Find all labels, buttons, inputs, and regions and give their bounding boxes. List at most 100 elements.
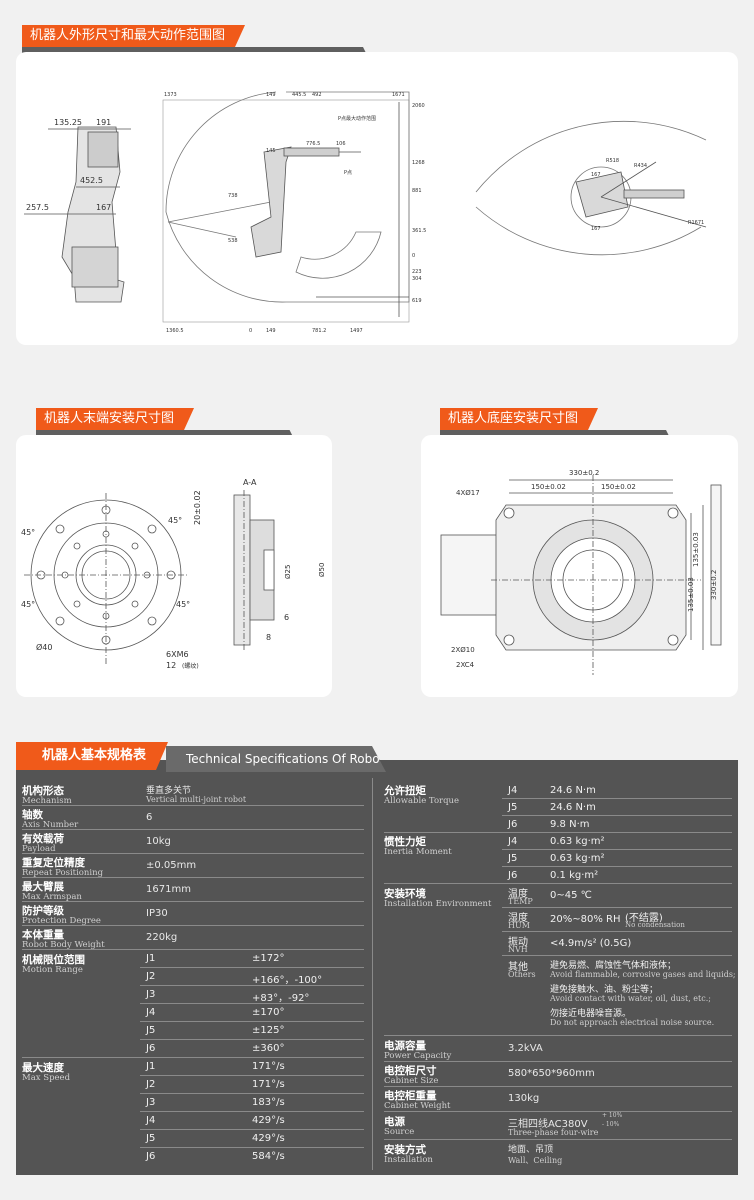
env-label-en: Others bbox=[508, 970, 536, 979]
spec-value-en: Vertical multi-joint robot bbox=[146, 795, 247, 804]
dim-label: 20±0.02 bbox=[193, 490, 202, 525]
shape-drawing-panel: 135.25 191 452.5 257.5 167 1373 149 445.… bbox=[16, 52, 738, 345]
joint-row: J6±360° bbox=[22, 1040, 364, 1058]
dim-label: 0 bbox=[249, 328, 252, 334]
joint-row: J4 0.63 kg·m² bbox=[502, 833, 732, 850]
joint-value: 24.6 N·m bbox=[550, 785, 596, 796]
joint-value: ±125° bbox=[252, 1025, 285, 1036]
dim-label: 1497 bbox=[350, 328, 363, 334]
robot-shape-drawing: 135.25 191 452.5 257.5 167 1373 149 445.… bbox=[24, 91, 707, 334]
dim-label: 776.5 bbox=[306, 141, 320, 147]
angle-label: 45° bbox=[176, 600, 190, 609]
dim-label: R434 bbox=[634, 163, 647, 169]
spec-label-en: Max Armspan bbox=[22, 892, 82, 902]
env-label: 其他 bbox=[508, 962, 528, 973]
spec-label: 防护等级 bbox=[22, 905, 64, 917]
spec-label: 惯性力矩 bbox=[384, 836, 426, 848]
spec-label: 轴数 bbox=[22, 809, 43, 821]
spec-label: 重复定位精度 bbox=[22, 857, 85, 869]
env-row-nvh: 振动 NVH <4.9m/s² (0.5G) bbox=[502, 932, 732, 956]
joint-label: J6 bbox=[146, 1151, 156, 1162]
spec-value: 1671mm bbox=[146, 884, 191, 895]
spec-label-en: Power Capacity bbox=[384, 1051, 452, 1061]
spec-label-en: Installation bbox=[384, 1155, 433, 1165]
joint-value: 0.63 kg·m² bbox=[550, 836, 605, 847]
joint-label: J1 bbox=[146, 953, 156, 964]
joint-value: 0.63 kg·m² bbox=[550, 853, 605, 864]
spec-label: 电源 bbox=[384, 1116, 405, 1128]
dim-label: 1373 bbox=[164, 92, 177, 98]
dim-label: 145 bbox=[266, 148, 276, 154]
dim-label: 6 bbox=[284, 613, 289, 622]
dim-label: 781.2 bbox=[312, 328, 326, 334]
joint-label: J5 bbox=[146, 1025, 156, 1036]
spec-value-en: Wall、Ceiling bbox=[508, 1156, 563, 1165]
dim-label: 1360.5 bbox=[166, 328, 184, 334]
env-label: 振动 bbox=[508, 937, 528, 948]
spec-value: 3.2kVA bbox=[508, 1043, 543, 1054]
angle-label: 45° bbox=[21, 600, 35, 609]
joint-value: ±172° bbox=[252, 953, 285, 964]
dim-label: 149 bbox=[266, 92, 276, 98]
spec-value: IP30 bbox=[146, 908, 168, 919]
dim-label: 330±0.2 bbox=[569, 469, 599, 477]
dim-label: 445.5 bbox=[292, 92, 306, 98]
angle-label: 45° bbox=[21, 528, 35, 537]
spec-value: 垂直多关节 bbox=[146, 786, 192, 796]
joint-row: J4 24.6 N·m bbox=[502, 782, 732, 799]
joint-row: J6 584°/s bbox=[140, 1148, 364, 1166]
joint-row: J1 ±172° bbox=[140, 950, 364, 968]
env-row-others: 其他 Others 避免易燃、腐蚀性气体和液体； Avoid flammable… bbox=[502, 956, 736, 1036]
env-label-en: NVH bbox=[508, 945, 528, 954]
spec-label: 安装方式 bbox=[384, 1144, 426, 1156]
spec-row-power-capacity: 电源容量 Power Capacity 3.2kVA bbox=[384, 1037, 732, 1062]
section-title-cn: 机器人基本规格表 bbox=[16, 742, 168, 770]
spec-row-payload: 有效载荷 Payload 10kg bbox=[22, 830, 364, 854]
dim-label: 452.5 bbox=[80, 176, 103, 185]
joint-label: J3 bbox=[146, 1097, 156, 1108]
joint-value: 584°/s bbox=[252, 1151, 285, 1162]
dim-label: 12 bbox=[166, 661, 176, 670]
dim-label: 150±0.02 bbox=[601, 483, 636, 491]
env-label-en: HUM bbox=[508, 921, 530, 930]
dim-label: Ø25 bbox=[284, 565, 292, 579]
spec-value: ±0.05mm bbox=[146, 860, 197, 871]
dim-label: 191 bbox=[96, 118, 111, 127]
spec-label-en: Source bbox=[384, 1127, 415, 1137]
spec-value: 580*650*960mm bbox=[508, 1068, 595, 1079]
spec-table: 机构形态 Mechanism 垂直多关节 Vertical multi-join… bbox=[16, 760, 738, 1175]
dim-label: 0 bbox=[412, 253, 415, 259]
drawing-label: P点 bbox=[344, 170, 352, 176]
spec-label-en: Installation Environment bbox=[384, 899, 492, 909]
spec-row-mechanism: 机构形态 Mechanism 垂直多关节 Vertical multi-join… bbox=[22, 782, 364, 806]
joint-label: J4 bbox=[508, 836, 518, 847]
joint-row: J3+83°，-92° bbox=[140, 986, 364, 1004]
joint-value: ±360° bbox=[252, 1043, 285, 1054]
section-title-en: Technical Specifications Of Robot bbox=[166, 746, 386, 772]
dim-label: 167 bbox=[591, 226, 601, 232]
spec-label-en: Repeat Positioning bbox=[22, 868, 104, 878]
spec-row-installation: 安装方式 Installation 地面、吊顶 Wall、Ceiling bbox=[384, 1140, 732, 1168]
env-note: (不结露) bbox=[625, 913, 663, 924]
joint-label: J6 bbox=[508, 870, 518, 881]
joint-label: J4 bbox=[508, 785, 518, 796]
end-mount-panel: A-A 45° 45° 45° 45° 20±0.02 Ø40 6XM6 12 … bbox=[16, 435, 332, 697]
spec-label-en: Payload bbox=[22, 844, 56, 854]
spec-label: 安装环境 bbox=[384, 888, 426, 900]
spec-row-source: 电源 Source 三相四线AC380V + 10% - 10% Three-p… bbox=[384, 1112, 732, 1140]
dim-label: 619 bbox=[412, 298, 422, 304]
column-divider bbox=[372, 778, 373, 1170]
dim-label: Ø40 bbox=[36, 642, 52, 652]
spec-row-weight: 本体重量 Robot Body Weight 220kg bbox=[22, 926, 364, 950]
spec-row-protection: 防护等级 Protection Degree IP30 bbox=[22, 902, 364, 926]
env-note-en: No condensation bbox=[625, 921, 685, 929]
dim-label: 330±0.2 bbox=[710, 570, 718, 600]
spec-value: 220kg bbox=[146, 932, 178, 943]
env-row-hum: 湿度 HUM 20%~80% RH (不结露) No condensation bbox=[502, 908, 732, 932]
